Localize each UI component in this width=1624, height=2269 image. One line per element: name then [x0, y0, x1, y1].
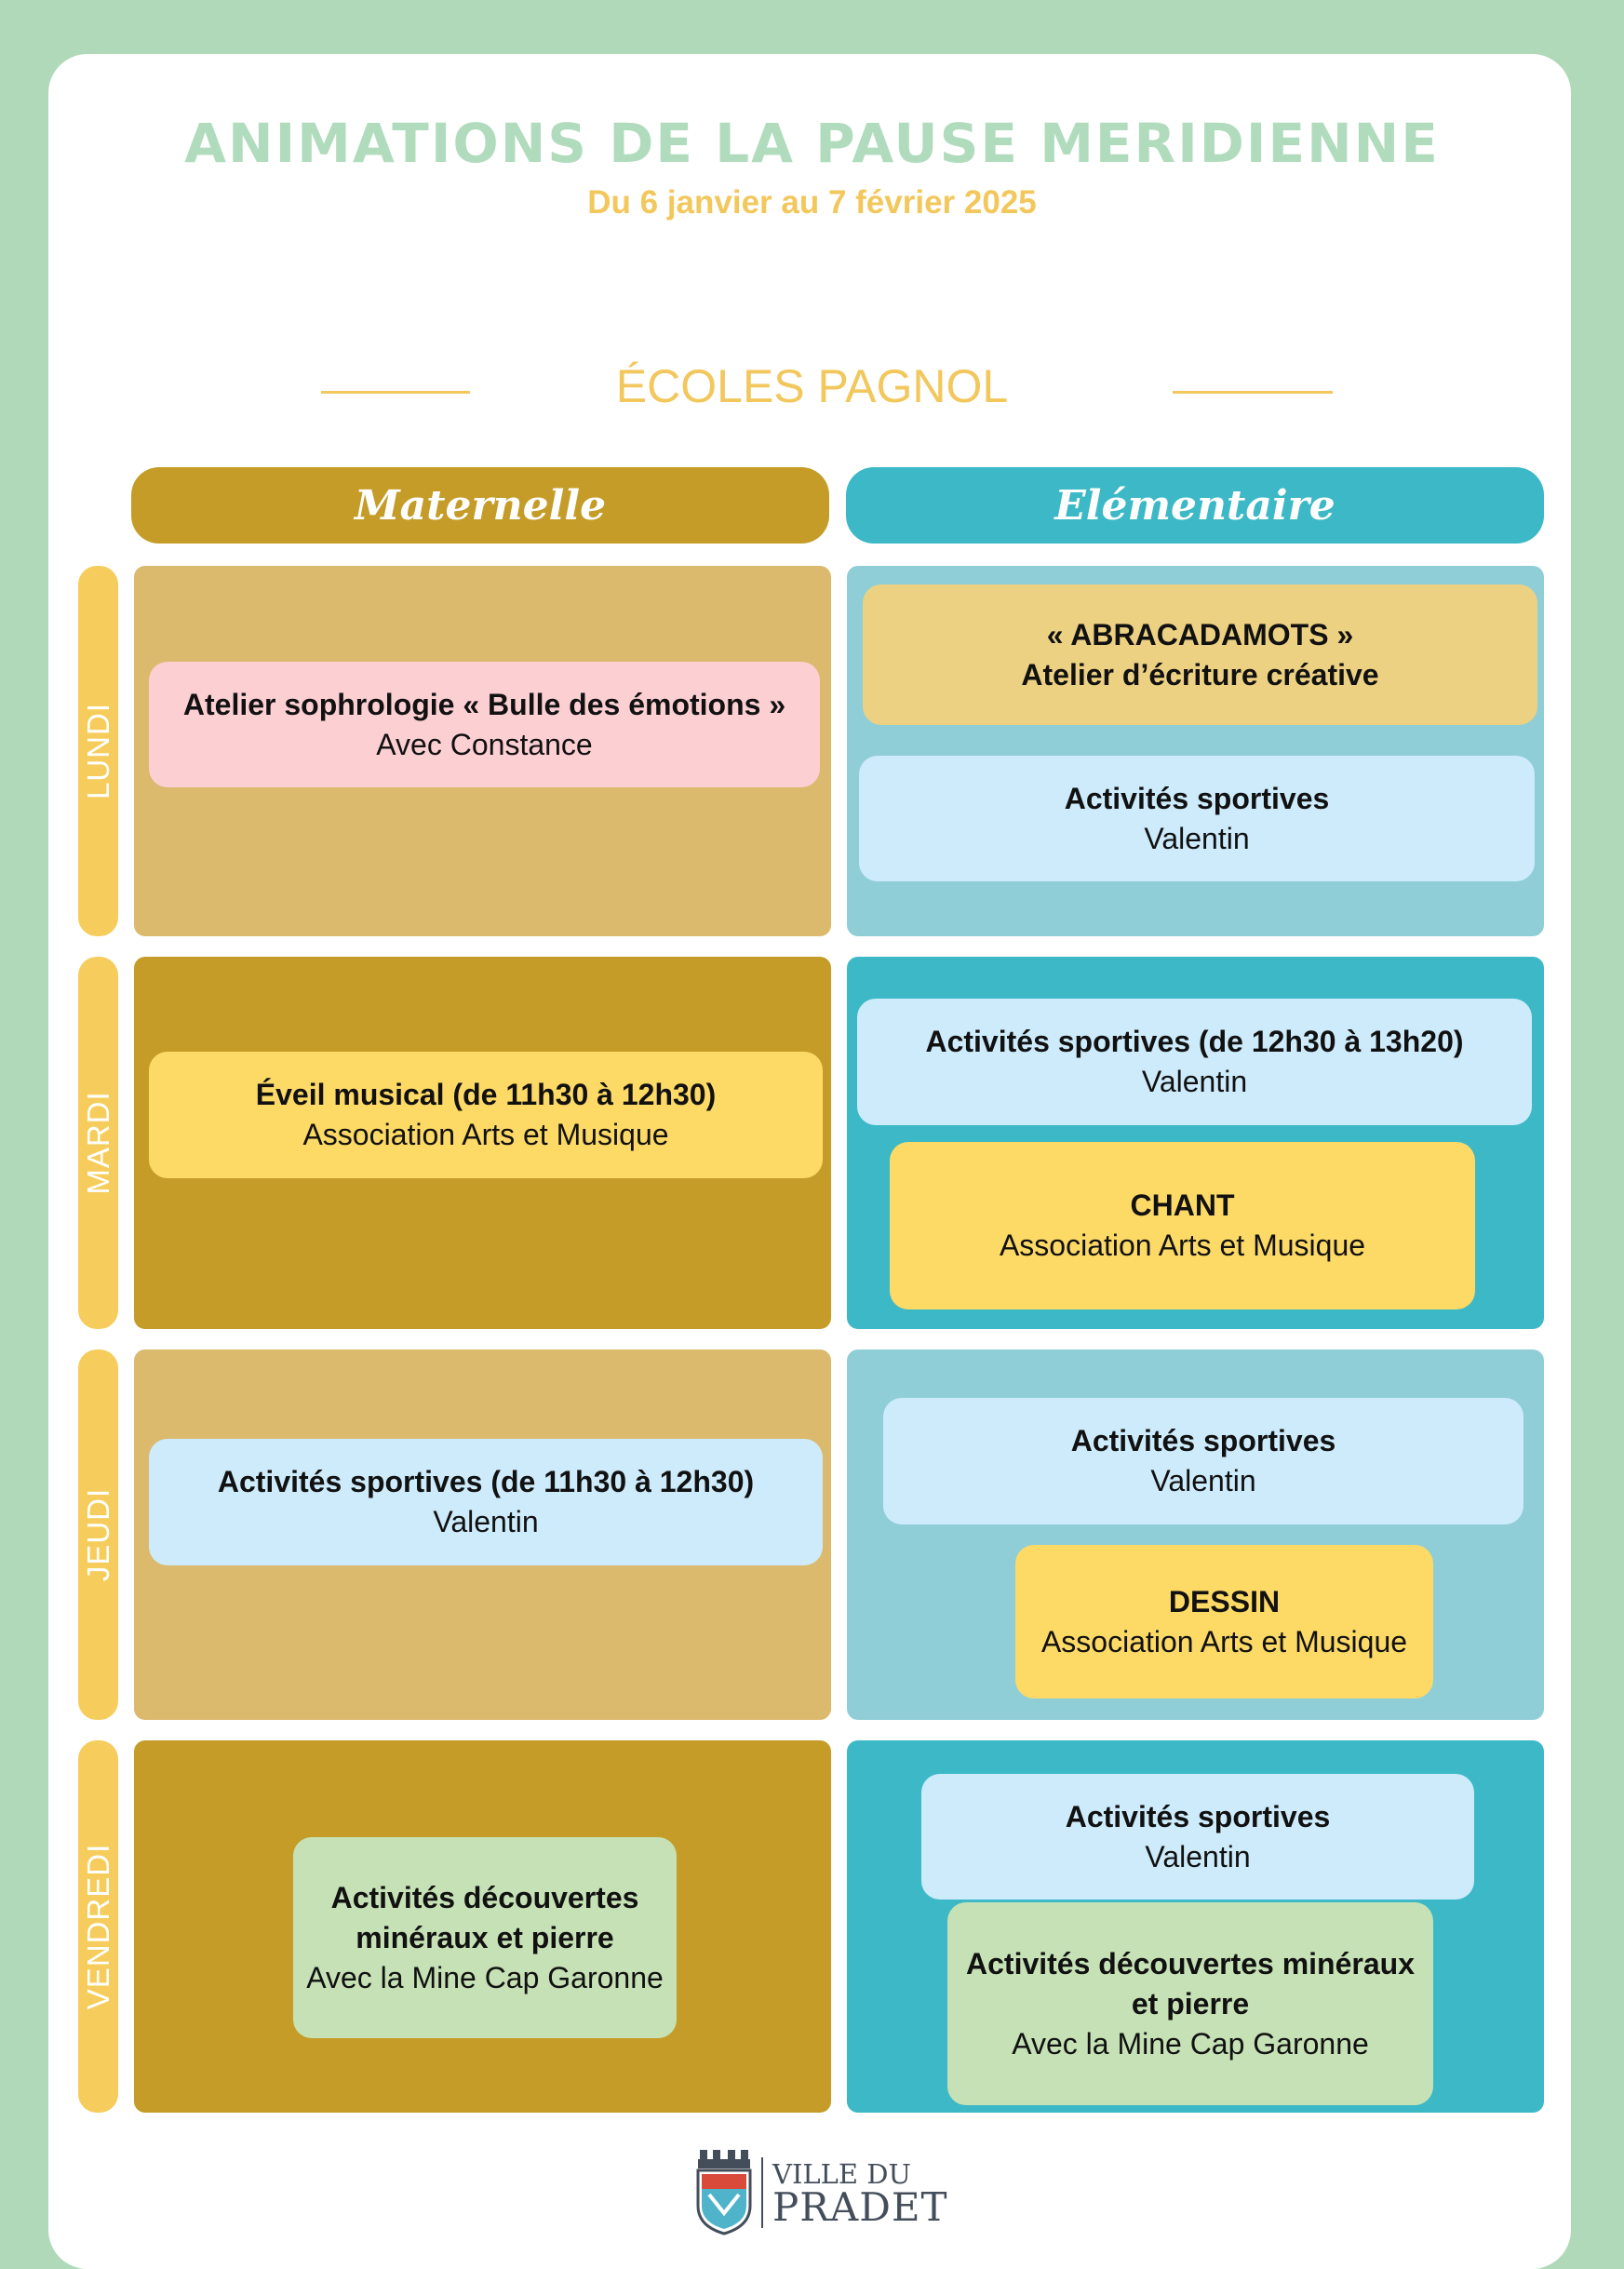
activity-card: Activités découvertes minéraux et pierre… — [293, 1837, 677, 2038]
activity-card: Activités sportives Valentin — [859, 756, 1535, 881]
city-logo: VILLE DU PRADET — [772, 2161, 948, 2227]
activity-title: Activités sportives (de 11h30 à 12h30) — [217, 1465, 755, 1498]
divider-right — [1173, 391, 1333, 394]
activity-subtitle: Association Arts et Musique — [1040, 1624, 1408, 1658]
activity-title: Éveil musical (de 11h30 à 12h30) — [255, 1078, 717, 1111]
school-name: ÉCOLES PAGNOL — [615, 360, 1009, 412]
day-label-jeudi: JEUDI — [78, 1349, 118, 1720]
activity-card: Activités sportives (de 12h30 à 13h20) V… — [857, 999, 1532, 1125]
logo-text-line2: PRADET — [772, 2184, 948, 2230]
activity-subtitle: Avec Constance — [376, 727, 593, 761]
day-label-mardi: MARDI — [78, 957, 118, 1329]
activity-title: CHANT — [1130, 1188, 1235, 1222]
date-range: Du 6 janvier au 7 février 2025 — [587, 184, 1037, 221]
activity-title: Activités découvertes — [330, 1880, 639, 1914]
activity-title: Activités découvertes minéraux — [966, 1946, 1415, 1980]
activity-card: « ABRACADAMOTS » Atelier d’écriture créa… — [863, 584, 1537, 725]
activity-card: Atelier sophrologie « Bulle des émotions… — [149, 662, 820, 787]
activity-card: Activités sportives (de 11h30 à 12h30) V… — [149, 1439, 823, 1565]
activity-subtitle: Valentin — [1145, 1839, 1251, 1873]
activity-title: Activités sportives — [1070, 1424, 1336, 1457]
day-label-vendredi: VENDREDI — [78, 1740, 118, 2113]
activity-card: Activités sportives Valentin — [883, 1398, 1523, 1524]
page-title: ANIMATIONS DE LA PAUSE MERIDIENNE — [184, 112, 1440, 175]
activity-subtitle: Atelier d’écriture créative — [1021, 657, 1379, 691]
activity-card: CHANT Association Arts et Musique — [890, 1142, 1475, 1309]
activity-subtitle: Valentin — [1144, 821, 1250, 855]
activity-card: Activités sportives Valentin — [921, 1774, 1474, 1900]
activity-title: minéraux et pierre — [356, 1920, 614, 1954]
activity-subtitle: Avec la Mine Cap Garonne — [306, 1960, 664, 1994]
activity-subtitle: Association Arts et Musique — [302, 1118, 669, 1151]
activity-title: et pierre — [1131, 1986, 1250, 2021]
logo-text-line1: VILLE DU — [772, 2158, 911, 2190]
activity-title: Activités sportives — [1064, 781, 1330, 815]
activity-title: Activités sportives (de 12h30 à 13h20) — [925, 1025, 1464, 1058]
activity-card: Éveil musical (de 11h30 à 12h30) Associa… — [149, 1052, 823, 1178]
day-label-lundi: LUNDI — [78, 566, 118, 936]
activity-title: Activités sportives — [1065, 1799, 1331, 1833]
activity-card: Activités découvertes minéraux et pierre… — [947, 1902, 1433, 2105]
activity-subtitle: Association Arts et Musique — [999, 1228, 1366, 1262]
activity-card: DESSIN Association Arts et Musique — [1015, 1545, 1433, 1698]
activity-title: Atelier sophrologie « Bulle des émotions… — [182, 687, 786, 721]
activity-title: « ABRACADAMOTS » — [1046, 617, 1354, 651]
activity-subtitle: Valentin — [1141, 1065, 1248, 1098]
column-header-maternelle: Maternelle — [131, 467, 829, 544]
divider-left — [321, 391, 470, 394]
activity-title: DESSIN — [1168, 1584, 1281, 1618]
city-crest-icon — [696, 2150, 752, 2235]
logo-separator — [761, 2157, 763, 2228]
activity-subtitle: Valentin — [1150, 1464, 1256, 1497]
activity-subtitle: Avec la Mine Cap Garonne — [1012, 2026, 1369, 2061]
column-header-elementaire: Elémentaire — [846, 467, 1544, 544]
activity-subtitle: Valentin — [433, 1505, 539, 1538]
